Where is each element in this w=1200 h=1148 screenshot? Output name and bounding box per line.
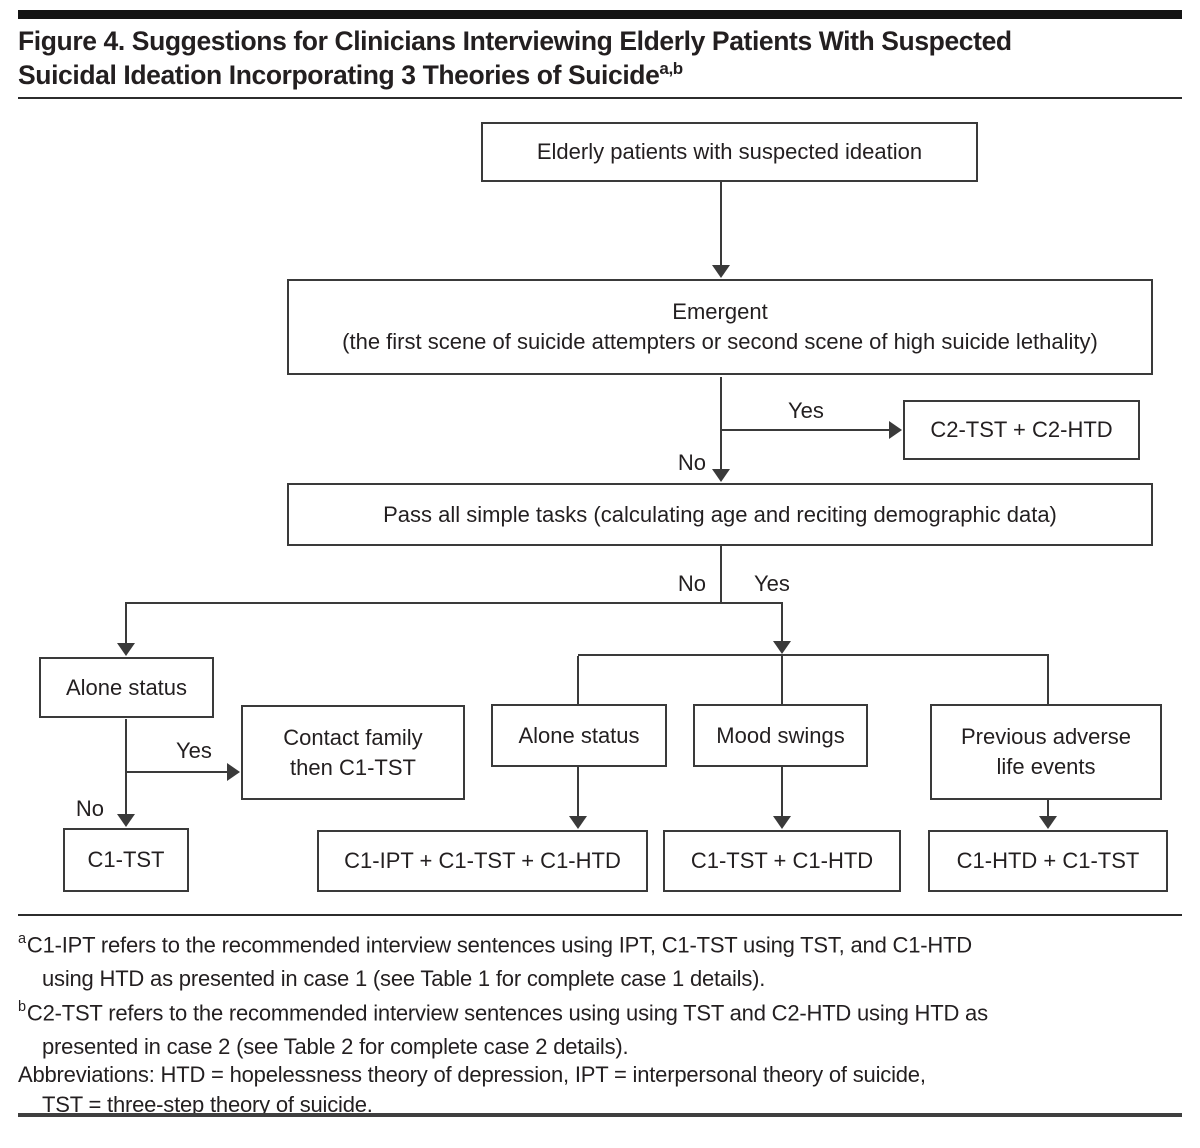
footnote-abbreviations-line2: TST = three-step theory of suicide. xyxy=(42,1092,373,1117)
arrowhead-right-into-c2-icon xyxy=(889,421,902,439)
label-emergent-yes: Yes xyxy=(788,398,824,423)
arrowhead-right-into-contact-icon xyxy=(227,763,240,781)
figure-title: Figure 4. Suggestions for Clinicians Int… xyxy=(18,24,1188,92)
connector-split-horizontal xyxy=(126,602,782,604)
connector-alone-left-down xyxy=(125,719,127,814)
node-plan-tst-htd: C1-TST + C1-HTD xyxy=(663,830,901,892)
connector-emergent-yes xyxy=(721,429,889,431)
footnote-divider-rule xyxy=(18,914,1182,916)
arrowhead-down-into-plan2-icon xyxy=(773,816,791,829)
arrowhead-down-into-pass-icon xyxy=(712,469,730,482)
arrowhead-down-into-branch-bar-icon xyxy=(773,641,791,654)
arrowhead-down-into-plan1-icon xyxy=(569,816,587,829)
connector-no-branch-down xyxy=(125,602,127,643)
connector-yes-branch-down xyxy=(781,602,783,641)
node-alone-status-left: Alone status xyxy=(39,657,214,718)
footnote-b-line2: presented in case 2 (see Table 2 for com… xyxy=(42,1034,629,1059)
node-alone-status-right: Alone status xyxy=(491,704,667,767)
node-emergent-subtitle: (the first scene of suicide attempters o… xyxy=(342,329,1098,354)
bottom-rule xyxy=(18,1113,1182,1117)
arrowhead-down-into-emergent-icon xyxy=(712,265,730,278)
label-alone-no: No xyxy=(75,796,104,821)
node-plan-ipt-tst-htd-label: C1-IPT + C1-TST + C1-HTD xyxy=(344,848,621,873)
node-previous-adverse-line1: Previous adverse xyxy=(961,724,1131,749)
node-alone-status-left-label: Alone status xyxy=(65,674,188,700)
arrowhead-down-into-c1tst-icon xyxy=(117,814,135,827)
node-start-label: Elderly patients with suspected ideation xyxy=(536,139,923,164)
node-c2-plan: C2-TST + C2-HTD xyxy=(903,400,1140,460)
node-c1-tst-label: C1-TST xyxy=(87,847,165,872)
connector-branch-bar xyxy=(578,654,1049,656)
node-start: Elderly patients with suspected ideation xyxy=(481,122,978,182)
footnote-a-line1: aC1-IPT refers to the recommended interv… xyxy=(18,931,972,958)
figure-title-line1: Figure 4. Suggestions for Clinicians Int… xyxy=(18,26,1012,56)
connector-bar-to-previous xyxy=(1047,656,1049,704)
node-contact-family: Contact family then C1-TST xyxy=(241,705,465,800)
footnote-b-line1-text: C2-TST refers to the recommended intervi… xyxy=(26,1000,988,1026)
node-plan-htd-tst: C1-HTD + C1-TST xyxy=(928,830,1168,892)
node-contact-family-line1: Contact family xyxy=(283,724,423,750)
connector-pass-down xyxy=(720,546,722,602)
node-plan-htd-tst-label: C1-HTD + C1-TST xyxy=(956,848,1140,873)
node-mood-swings-label: Mood swings xyxy=(716,722,845,748)
node-plan-tst-htd-label: C1-TST + C1-HTD xyxy=(690,848,874,873)
footnote-b-line1: bC2-TST refers to the recommended interv… xyxy=(18,999,988,1026)
connector-bar-to-mood xyxy=(781,656,783,704)
connector-previous-down xyxy=(1047,800,1049,816)
footnote-b-superscript: b xyxy=(18,999,26,1015)
label-alone-yes: Yes xyxy=(176,738,212,763)
node-mood-swings: Mood swings xyxy=(693,704,868,767)
node-alone-status-right-label: Alone status xyxy=(518,722,640,748)
node-pass-tasks: Pass all simple tasks (calculating age a… xyxy=(287,483,1153,546)
connector-bar-to-alone-right xyxy=(577,656,579,704)
top-black-bar xyxy=(18,10,1182,19)
label-emergent-no: No xyxy=(677,450,706,475)
node-contact-family-line2: then C1-TST xyxy=(290,754,416,780)
node-previous-adverse-line2: life events xyxy=(996,754,1096,779)
connector-mood-down xyxy=(781,767,783,816)
connector-alone-right-down xyxy=(577,767,579,816)
label-pass-no: No xyxy=(677,571,706,596)
node-pass-tasks-label: Pass all simple tasks (calculating age a… xyxy=(383,501,1057,527)
node-emergent: Emergent (the first scene of suicide att… xyxy=(287,279,1153,375)
node-emergent-title: Emergent xyxy=(672,299,768,324)
arrowhead-down-into-plan3-icon xyxy=(1039,816,1057,829)
label-pass-yes: Yes xyxy=(754,571,790,596)
connector-start-to-emergent xyxy=(720,182,722,265)
node-previous-adverse: Previous adverse life events xyxy=(930,704,1162,800)
footnote-a-line1-text: C1-IPT refers to the recommended intervi… xyxy=(26,932,972,958)
arrowhead-down-into-alone-left-icon xyxy=(117,643,135,656)
footnote-a-line2: using HTD as presented in case 1 (see Ta… xyxy=(42,966,766,991)
footnote-a-superscript: a xyxy=(18,931,26,947)
node-plan-ipt-tst-htd: C1-IPT + C1-TST + C1-HTD xyxy=(317,830,648,892)
node-c1-tst: C1-TST xyxy=(63,828,189,892)
title-divider-rule xyxy=(18,97,1182,99)
figure-title-superscript: a,b xyxy=(659,59,683,79)
connector-alone-yes xyxy=(126,771,227,773)
connector-emergent-to-pass xyxy=(720,377,722,469)
figure-title-line2: Suicidal Ideation Incorporating 3 Theori… xyxy=(18,60,660,90)
footnote-abbreviations-line1: Abbreviations: HTD = hopelessness theory… xyxy=(18,1062,926,1087)
node-c2-plan-label: C2-TST + C2-HTD xyxy=(930,417,1113,442)
